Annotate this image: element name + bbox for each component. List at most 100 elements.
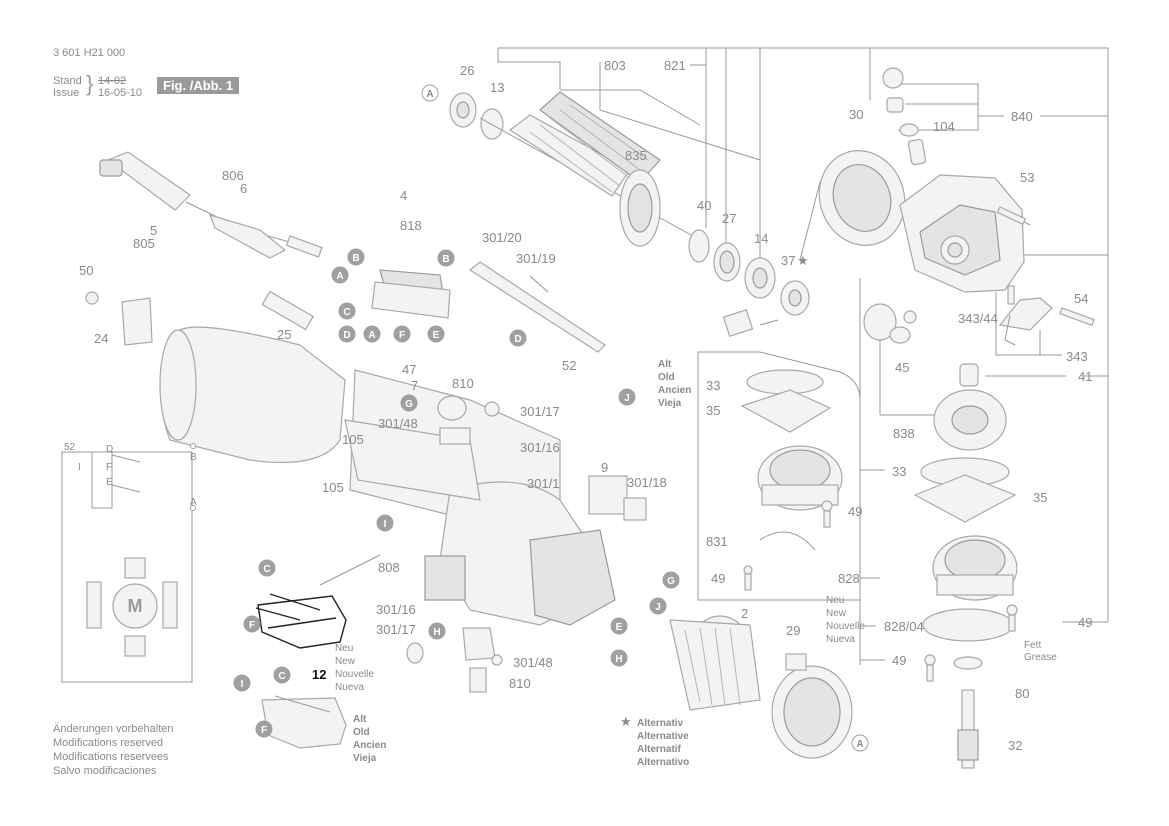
part-105-b: 105 (322, 480, 344, 495)
label-wiring-t_f: F (106, 462, 112, 473)
issue-label: Issue (53, 87, 80, 99)
label-callouts-J2: J (655, 602, 661, 613)
figure-label: Fig. /Abb. 1 (157, 77, 240, 94)
label-labels-alt_old_2-3: Vieja (353, 753, 377, 764)
label-callouts-E2: E (616, 622, 623, 633)
footer-notes: Änderungen vorbehalten Modifications res… (53, 722, 173, 778)
part-104: 104 (933, 119, 955, 134)
part-27: 27 (722, 211, 736, 226)
part-33-b: 33 (892, 464, 906, 479)
part-5: 5 (150, 223, 157, 238)
bearing-13 (480, 108, 504, 140)
label-wiring-t_b: B (190, 452, 197, 463)
label-callouts-D2: D (514, 334, 521, 345)
part-33-a: 33 (706, 378, 720, 393)
label-labels-alternativ-0: Alternativ (637, 718, 684, 729)
part-50: 50 (79, 263, 93, 278)
part-821: 821 (664, 58, 686, 73)
part-835: 835 (625, 148, 647, 163)
issue-date: 16-05-10 (98, 87, 143, 99)
part-12: 12 (312, 667, 326, 682)
label-labels-neu_new_2-2: Nouvelle (826, 621, 865, 632)
part-54: 54 (1074, 291, 1088, 306)
label-callouts-J1: J (624, 393, 630, 404)
part-numbers: 26 13 803 821 835 806 6 5 805 4 818 301/… (79, 58, 1092, 753)
callout-markers: A B A B C D A F E D J G I C F H G J E H … (233, 84, 869, 752)
alt-box (697, 351, 861, 601)
part-2: 2 (741, 606, 748, 621)
label-callouts-I1: I (384, 519, 387, 530)
label-callouts-D1: D (343, 330, 350, 341)
label-wiring-t_d: D (106, 444, 113, 455)
part-808: 808 (378, 560, 400, 575)
part-13: 13 (490, 80, 504, 95)
label-callouts-E1: E (433, 330, 440, 341)
part-301-17-b: 301/17 (376, 622, 416, 637)
document-number: 3 601 H21 000 (53, 47, 126, 59)
label-callouts-C2: C (263, 564, 270, 575)
label-labels-alt_old_1-0: Alt (658, 359, 672, 370)
label-labels-neu_new_1-0: Neu (335, 643, 353, 654)
part-30: 30 (849, 107, 863, 122)
label-callouts-F3: F (261, 725, 267, 736)
gear-side-small-parts (688, 181, 821, 337)
part-24: 24 (94, 331, 108, 346)
part-301-1: 301/1 (527, 476, 560, 491)
label-callouts-G1: G (405, 399, 413, 410)
label-callouts-F2: F (249, 620, 255, 631)
part-47: 47 (402, 362, 416, 377)
part-35-a: 35 (706, 403, 720, 418)
footer-line-es: Salvo modificaciones (53, 765, 157, 777)
label-callouts-B1: B (352, 253, 359, 264)
label-callouts-A2: A (336, 271, 343, 282)
footer-line-en: Modifications reserved (53, 737, 164, 749)
part-35-b: 35 (1033, 490, 1047, 505)
part-806: 806 (222, 168, 244, 183)
label-grease: Fett Grease (1024, 640, 1057, 663)
part-828: 828 (838, 571, 860, 586)
power-cord (85, 151, 606, 693)
star-icon: ★ (620, 714, 632, 729)
label-labels-neu_new_2-0: Neu (826, 595, 844, 606)
label-labels-alternativ-1: Alternative (637, 731, 689, 742)
part-49-b: 49 (711, 571, 725, 586)
label-callouts-F1: F (399, 330, 405, 341)
label-wiring-t_e: E (106, 477, 113, 488)
brush-holder-old (261, 695, 347, 749)
part-818: 818 (400, 218, 422, 233)
part-29: 29 (786, 623, 800, 638)
label-labels-grease: Grease (1024, 652, 1057, 663)
label-labels-neu_new_2-1: New (826, 608, 847, 619)
armature (449, 91, 701, 247)
part-301-19: 301/19 (516, 251, 556, 266)
footer-line-de: Änderungen vorbehalten (53, 723, 174, 735)
part-49-d: 49 (1078, 615, 1092, 630)
label-alt-old-box: Alt Old Ancien Vieja (658, 359, 691, 409)
part-301-48-a: 301/48 (378, 416, 418, 431)
label-neu-new-flange: Neu New Nouvelle Nueva (826, 595, 865, 645)
part-301-16-a: 301/16 (520, 440, 560, 455)
part-9: 9 (601, 460, 608, 475)
part-4: 4 (400, 188, 407, 203)
label-neu-new-brush: Neu New Nouvelle Nueva (335, 643, 374, 693)
part-831: 831 (706, 534, 728, 549)
part-838: 838 (893, 426, 915, 441)
label-callouts-A4: A (856, 739, 863, 750)
label-wiring-t_i: I (78, 462, 81, 473)
part-805: 805 (133, 236, 155, 251)
alternative-star-icon: ★ (797, 253, 809, 268)
part-301-16-b: 301/16 (376, 602, 416, 617)
part-52: 52 (562, 358, 576, 373)
part-49-a: 49 (848, 504, 862, 519)
part-105-a: 105 (342, 432, 364, 447)
part-828-04: 828/04 (884, 619, 924, 634)
part-343: 343 (1066, 349, 1088, 364)
label-labels-neu_new_1-2: Nouvelle (335, 669, 374, 680)
part-80: 80 (1015, 686, 1029, 701)
label-callouts-G2: G (667, 576, 675, 587)
label-callouts-A1: A (426, 89, 433, 100)
part-803: 803 (604, 58, 626, 73)
label-labels-neu_new_1-3: Nueva (335, 682, 364, 693)
brush-holder-new (255, 554, 381, 649)
